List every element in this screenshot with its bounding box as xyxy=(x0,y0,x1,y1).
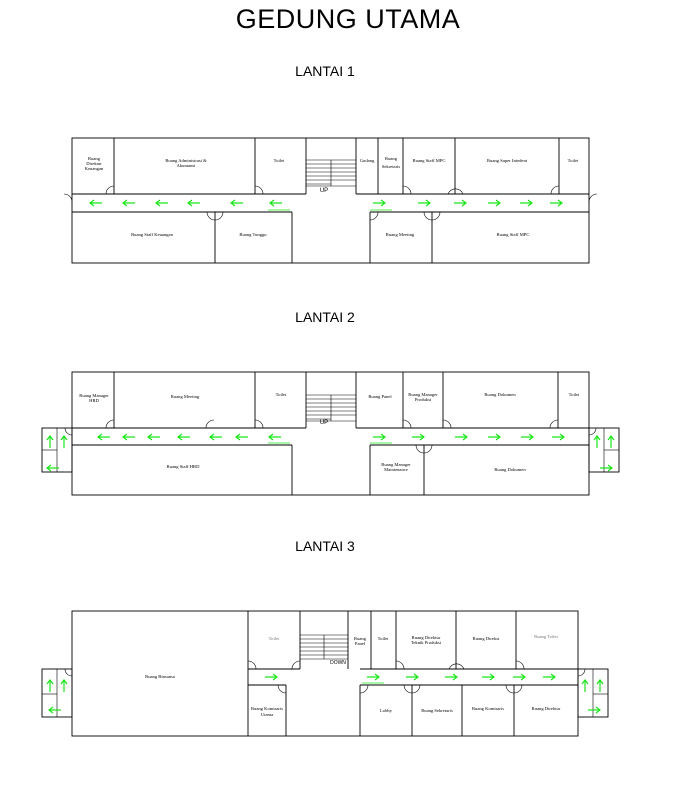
room-label: Lobby xyxy=(380,708,393,713)
floor-2-evacuation-arrows xyxy=(46,433,615,472)
room-label: Ruang Direksi xyxy=(473,636,500,641)
room-label: Ruang Staff MPC xyxy=(413,158,446,163)
floor-1-outline xyxy=(71,137,590,264)
floor-2-stairs-label: UP xyxy=(320,420,328,426)
room-label: Ruang Tunggu xyxy=(239,232,267,237)
floor-3-stairs: DOWN xyxy=(300,634,348,666)
floor-3-stairs-label: DOWN xyxy=(330,660,346,666)
floor-1-stairs: UP xyxy=(306,159,356,194)
floor-1-evacuation-arrows xyxy=(89,199,563,211)
floor-1-label: LANTAI 1 xyxy=(295,63,355,79)
room-label: Ruang Administrasi &Akuntansi xyxy=(165,158,207,168)
page-title: GEDUNG UTAMA xyxy=(235,4,461,34)
floor-3-label: LANTAI 3 xyxy=(295,538,355,554)
room-label: Ruang Komisaris xyxy=(472,706,504,711)
room-label: Toilet xyxy=(568,158,579,163)
floor-1-stairs-label: UP xyxy=(320,188,328,194)
room-label: Toilet xyxy=(269,636,280,641)
room-label: Ruang Dokumen xyxy=(484,392,516,397)
room-label: Gudang xyxy=(360,158,375,163)
room-label: Ruang Toilet xyxy=(534,634,558,639)
room-label: Ruang Staff HRD xyxy=(167,464,201,469)
room-label: Ruang Staff Keuangan xyxy=(131,232,173,237)
room-label: Ruang Direktur xyxy=(532,706,561,711)
room-label: Toilet xyxy=(378,636,389,641)
room-label: Ruang Meeting xyxy=(386,232,415,237)
room-label: Toilet xyxy=(569,392,580,397)
room-label: Ruang Dokumen xyxy=(494,467,526,472)
room-label: Ruang Super Intedent xyxy=(487,158,528,163)
room-label: Toilet xyxy=(276,392,287,397)
room-label: Ruang Panel xyxy=(368,394,392,399)
room-label: Ruang Staff MPC xyxy=(497,232,530,237)
floor-2-stairs: UP xyxy=(306,394,356,426)
floor-2-outline xyxy=(71,371,590,496)
room-label: Ruang Binsansa xyxy=(145,674,175,679)
room-label: Toilet xyxy=(274,158,285,163)
room-label: Ruang Sekretaris xyxy=(421,708,453,713)
floor-3-evacuation-arrows xyxy=(46,673,604,714)
room-label: Ruang Meeting xyxy=(171,394,200,399)
floor-2-label: LANTAI 2 xyxy=(295,309,355,325)
